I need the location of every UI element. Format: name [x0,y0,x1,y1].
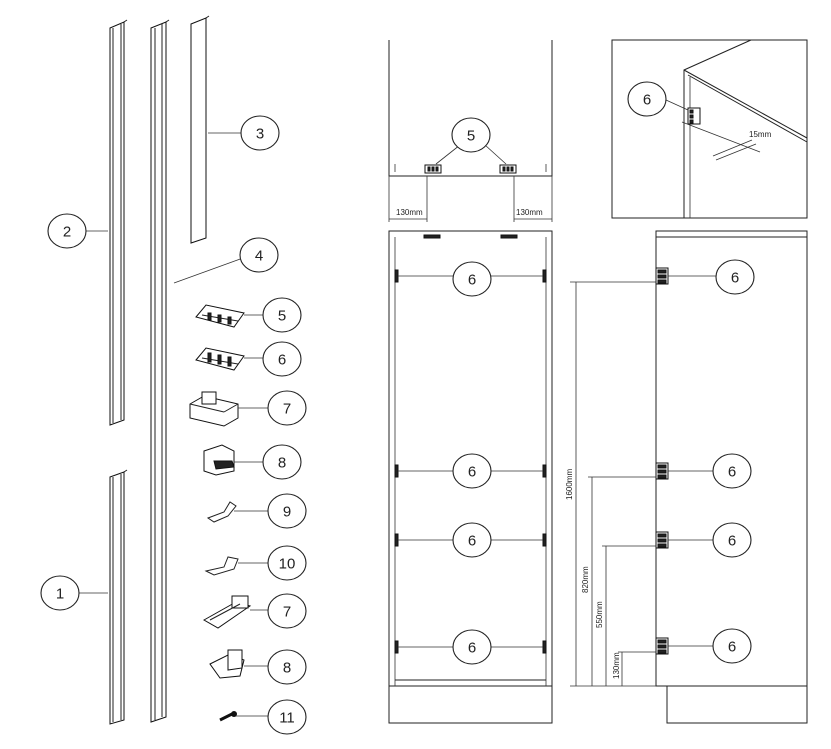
front-callout-4: 6 [452,629,492,665]
screw-11-drawing [219,711,237,722]
top-view-callout-label: 5 [467,128,475,145]
side-view: 1600mm 820mm 550mm 130mm 6 6 6 6 [565,230,808,724]
dim-130mm-left: 130mm [396,208,423,217]
detail-bracket [687,107,701,125]
end-cap-8b-drawing [209,649,245,679]
callout-3-label: 3 [256,126,264,143]
callout-6: 6 [262,341,302,377]
front-callout-3: 6 [452,522,492,558]
callout-3: 3 [240,115,280,151]
callout-1-label: 1 [56,586,64,603]
callout-9: 9 [267,493,307,529]
front-callout-4-label: 6 [468,640,476,657]
callout-11-label: 11 [279,710,295,727]
clip-9-drawing [206,501,237,523]
end-cap-7a-drawing [189,391,239,427]
bracket-5-drawing [195,304,245,328]
callout-8b: 8 [267,649,307,685]
parts-column: 1 2 3 4 5 6 7 8 [40,15,307,735]
dim-130mm-right: 130mm [516,208,543,217]
callout-8b-label: 8 [283,660,291,677]
callout-4: 4 [239,237,279,273]
side-callout-1-label: 6 [731,270,739,287]
callout-2-label: 2 [63,224,71,241]
callout-6-label: 6 [278,352,286,369]
callout-4-label: 4 [255,248,263,265]
callout-10: 10 [267,545,307,581]
front-view: 6 6 6 6 [388,230,553,724]
side-callout-2-label: 6 [728,464,736,481]
callout-10-label: 10 [279,556,296,573]
detail-callout: 6 [627,81,667,117]
profile-2-drawing [109,19,128,426]
side-callout-3-label: 6 [728,533,736,550]
callout-11: 11 [267,699,307,735]
callout-1: 1 [40,575,80,611]
callout-2: 2 [47,213,87,249]
callout-5: 5 [262,297,302,333]
side-bracket-3 [655,531,669,549]
detail-view: 15mm 6 [611,39,808,219]
front-callout-1-label: 6 [468,272,476,289]
top-view-bracket-right [499,164,517,174]
side-callout-1: 6 [715,259,755,295]
profile-1-drawing [109,469,128,725]
side-callout-4-label: 6 [728,639,736,656]
side-bracket-4 [655,637,669,655]
callout-7b-label: 7 [283,604,291,621]
bracket-6-drawing [195,347,245,371]
side-callout-3: 6 [712,522,752,558]
front-callout-2: 6 [452,453,492,489]
side-callout-2: 6 [712,453,752,489]
profile-4-drawing [150,19,170,723]
callout-8a: 8 [262,444,302,480]
dim-130mm-side: 130mm [612,652,621,679]
side-bracket-1 [655,267,669,285]
top-view: 5 130mm 130mm [388,40,553,222]
clip-10-drawing [204,556,239,576]
callout-5-label: 5 [278,308,286,325]
dim-1600mm: 1600mm [565,469,574,500]
top-view-bracket-left [424,164,442,174]
front-callout-2-label: 6 [468,464,476,481]
dim-820mm: 820mm [581,566,590,593]
front-callout-3-label: 6 [468,533,476,550]
dim-15mm: 15mm [749,130,772,139]
dim-550mm: 550mm [595,601,604,628]
profile-3-drawing [190,15,210,244]
callout-7b: 7 [267,593,307,629]
top-view-callout: 5 [451,117,491,153]
side-bracket-2 [655,462,669,480]
end-cap-7b-drawing [202,595,252,629]
callout-7a-label: 7 [283,401,291,418]
side-callout-4: 6 [712,628,752,664]
detail-callout-label: 6 [643,92,651,109]
callout-9-label: 9 [283,504,291,521]
callout-8a-label: 8 [278,455,286,472]
callout-7a: 7 [267,390,307,426]
front-callout-1: 6 [452,261,492,297]
end-cap-8a-drawing [203,444,235,476]
